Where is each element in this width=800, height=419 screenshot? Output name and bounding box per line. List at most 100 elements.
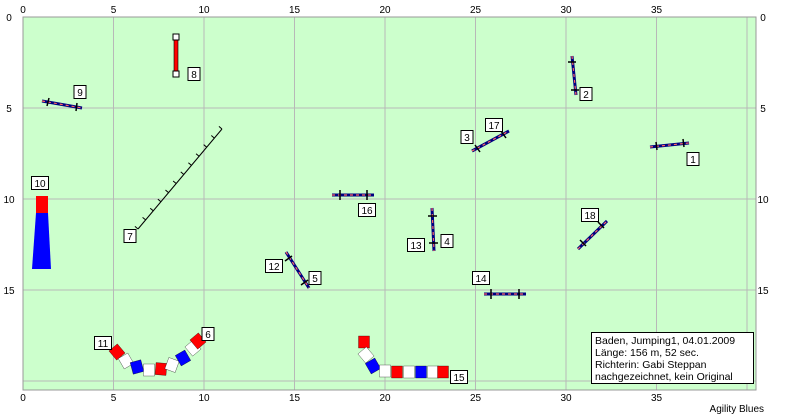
dogwalk-rung <box>203 144 208 148</box>
x-tick-label-bottom: 5 <box>111 393 117 404</box>
number-label-box <box>472 271 490 285</box>
x-tick-label-top: 20 <box>379 5 391 16</box>
obstacle-number-13: 13 <box>410 241 422 252</box>
number-label-box <box>450 370 468 384</box>
number-label-box <box>31 176 49 190</box>
x-tick-label-top: 0 <box>20 5 26 16</box>
dogwalk-rung <box>180 171 185 175</box>
number-label-box <box>686 152 700 166</box>
obstacle-5-12 <box>284 251 311 289</box>
y-tick-label-left: 10 <box>3 195 15 206</box>
info-line-note: nachgezeichnet, kein Original <box>595 371 733 383</box>
y-tick-label-left: 5 <box>6 104 12 115</box>
dogwalk-rung <box>210 135 215 139</box>
dogwalk-rung <box>188 162 192 166</box>
obstacle-8 <box>172 33 180 78</box>
number-label-box <box>581 208 599 222</box>
x-tick-label-top: 10 <box>198 5 210 16</box>
tunnel-segment <box>365 357 381 375</box>
x-tick-label-bottom: 30 <box>560 393 572 404</box>
info-line-judge: Richterin: Gabi Steppan <box>595 359 707 371</box>
obstacle-number-3: 3 <box>464 133 470 144</box>
number-label-box <box>73 85 87 99</box>
tunnel-segment <box>391 365 403 379</box>
tunnel-segment <box>437 365 449 379</box>
y-tick-label-right: 15 <box>757 286 769 297</box>
obstacle-number-4: 4 <box>444 237 450 248</box>
field-border <box>22 16 757 391</box>
x-tick-label-bottom: 15 <box>289 393 301 404</box>
obstacle-number-16: 16 <box>361 206 373 217</box>
x-tick-label-bottom: 0 <box>20 393 26 404</box>
info-line-length: Länge: 156 m, 52 sec. <box>595 347 699 359</box>
obstacle-14 <box>484 289 526 299</box>
tunnel-segment <box>164 357 180 373</box>
tunnel-segment <box>415 365 427 379</box>
obstacle-number-14: 14 <box>475 274 487 285</box>
obstacle-number-1: 1 <box>690 155 696 166</box>
x-tick-label-top: 15 <box>289 5 301 16</box>
obstacle-number-9: 9 <box>77 88 83 99</box>
y-tick-label-right: 10 <box>757 195 769 206</box>
x-tick-label-bottom: 25 <box>470 393 482 404</box>
x-tick-label-top: 5 <box>111 5 117 16</box>
obstacle-3-17 <box>471 129 510 153</box>
dogwalk-rung <box>195 153 200 157</box>
field-area <box>23 17 756 390</box>
obstacle-10-seesaw <box>32 196 51 269</box>
tunnel-segment <box>175 349 191 367</box>
number-label-box <box>123 229 137 243</box>
x-tick-label-top: 30 <box>560 5 572 16</box>
tunnel-segment <box>118 352 134 370</box>
number-label-box <box>358 203 376 217</box>
obstacle-number-11: 11 <box>98 339 109 350</box>
obstacle-16 <box>332 190 374 200</box>
number-label-box <box>265 259 283 273</box>
x-tick-label-top: 35 <box>651 5 663 16</box>
number-label-box <box>308 271 322 285</box>
tunnel-segment <box>403 365 415 379</box>
obstacle-1 <box>649 138 690 151</box>
number-label-box <box>201 327 215 341</box>
tunnel-segment <box>143 363 155 377</box>
obstacle-number-6: 6 <box>205 330 211 341</box>
number-label-box <box>485 118 503 132</box>
number-label-box <box>407 238 425 252</box>
dogwalk-rung <box>149 207 154 212</box>
obstacle-9 <box>41 97 83 112</box>
x-tick-label-bottom: 35 <box>651 393 663 404</box>
obstacle-15-tunnel <box>357 335 449 379</box>
number-label-box <box>440 234 454 248</box>
dogwalk-rung <box>218 126 223 130</box>
number-label-box <box>94 336 112 350</box>
tunnel-segment <box>358 335 370 349</box>
brand-label: Agility Blues <box>709 404 764 415</box>
y-tick-label-left: 15 <box>3 286 15 297</box>
obstacle-number-15: 15 <box>453 373 465 384</box>
y-tick-label-left: 0 <box>6 13 12 24</box>
dogwalk-rung <box>134 226 139 230</box>
obstacle-4-13 <box>428 207 438 252</box>
y-tick-label-right: 5 <box>760 104 766 115</box>
obstacle-number-7: 7 <box>127 232 133 243</box>
x-tick-label-bottom: 20 <box>379 393 391 404</box>
dogwalk-rung <box>157 198 162 203</box>
number-label-box <box>579 87 593 101</box>
obstacle-number-8: 8 <box>191 70 197 81</box>
y-tick-label-right: 0 <box>760 13 766 24</box>
info-line-title: Baden, Jumping1, 04.01.2009 <box>595 335 736 347</box>
tunnel-segment <box>357 346 375 364</box>
obstacle-number-17: 17 <box>488 121 500 132</box>
tunnel-segment <box>129 359 145 375</box>
obstacle-number-2: 2 <box>583 90 589 101</box>
tunnel-segment <box>379 364 391 378</box>
obstacle-number-12: 12 <box>268 262 280 273</box>
course-info-box: Baden, Jumping1, 04.01.2009 Länge: 156 m… <box>591 332 754 384</box>
obstacle-7-dogwalk <box>134 126 223 230</box>
obstacle-2 <box>568 55 579 96</box>
obstacle-number-18: 18 <box>584 211 596 222</box>
obstacle-11-tunnel <box>108 332 207 377</box>
